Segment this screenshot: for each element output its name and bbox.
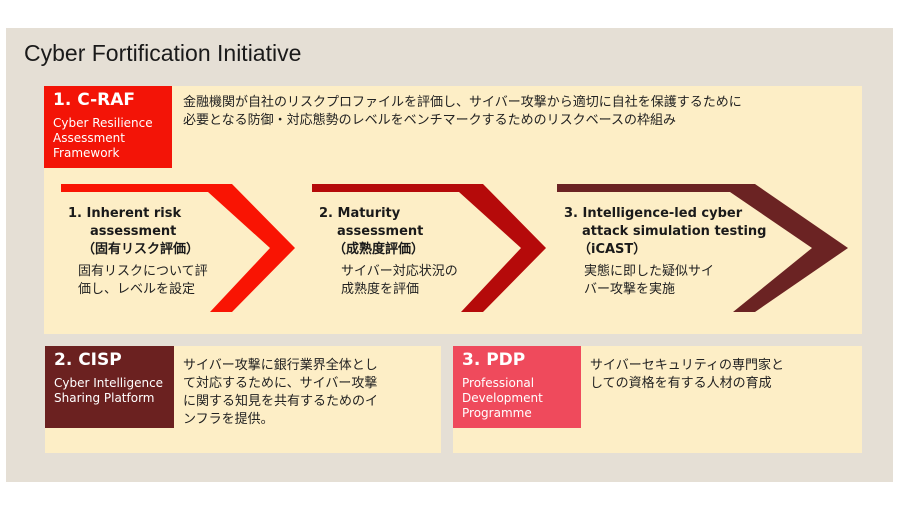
desc-line: 価し、レベルを設定: [78, 282, 196, 297]
step-title: 3. Intelligence-led cyber attack simulati…: [564, 205, 766, 259]
title-line: attack simulation testing: [582, 224, 767, 239]
desc-line: 金融機関が自社のリスクプロファイルを評価し、サイバー攻撃から適切に自社を保護する…: [183, 95, 742, 110]
title-line: 3. Intelligence-led cyber: [564, 206, 743, 221]
desc-line: サイバー攻撃に銀行業界全体とし: [183, 358, 378, 373]
step-description: サイバー対応状況の成熟度を評価: [319, 263, 458, 299]
desc-line: バー攻撃を実施: [584, 282, 676, 297]
desc-line: て対応するために、サイバー攻撃: [183, 376, 378, 391]
cisp-label-box: 2. CISP Cyber Intelligence Sharing Platf…: [45, 346, 174, 428]
craf-description: 金融機関が自社のリスクプロファイルを評価し、サイバー攻撃から適切に自社を保護する…: [183, 94, 742, 130]
craf-subtitle: Cyber Resilience Assessment Framework: [53, 116, 153, 160]
step-title: 2. Maturity assessment （成熟度評価）: [319, 205, 458, 259]
step-description: 実態に即した疑似サイバー攻撃を実施: [564, 263, 766, 299]
pdp-label-box: 3. PDP Professional Development Programm…: [453, 346, 581, 428]
title-line: 2. Maturity: [319, 206, 401, 221]
page-title: Cyber Fortification Initiative: [24, 40, 302, 66]
title-line: （iCAST）: [578, 242, 647, 257]
chevron-step-1: [61, 184, 295, 312]
step-title: 1. Inherent risk assessment （固有リスク評価）: [68, 205, 208, 259]
title-line: 1. Inherent risk: [68, 206, 182, 221]
craf-heading: 1. C-RAF: [53, 90, 135, 110]
desc-line: サイバーセキュリティの専門家と: [590, 358, 784, 373]
desc-line: 実態に即した疑似サイ: [584, 264, 715, 279]
desc-line: 必要となる防御・対応態勢のレベルをベンチマークするためのリスクベースの枠組み: [183, 113, 676, 128]
craf-section: [44, 86, 862, 334]
desc-line: に関する知見を共有するためのイ: [183, 394, 379, 409]
title-line: assessment: [337, 224, 424, 239]
title-line: assessment: [90, 224, 177, 239]
desc-line: しての資格を有する人材の育成: [590, 376, 772, 391]
chevron-step-3: [557, 184, 848, 312]
step-description: 固有リスクについて評価し、レベルを設定: [68, 263, 208, 299]
pdp-heading: 3. PDP: [462, 350, 526, 370]
chevron-step-2: [312, 184, 546, 312]
pdp-description: サイバーセキュリティの専門家と しての資格を有する人材の育成: [590, 357, 784, 393]
cisp-subtitle: Cyber Intelligence Sharing Platform: [54, 376, 164, 405]
title-line: （成熟度評価）: [333, 242, 425, 257]
step-icast: 3. Intelligence-led cyber attack simulati…: [564, 205, 766, 299]
desc-line: ンフラを提供。: [183, 412, 274, 427]
title-line: （固有リスク評価）: [82, 242, 200, 257]
step-inherent-risk: 1. Inherent risk assessment （固有リスク評価） 固有リス…: [68, 205, 208, 299]
desc-line: サイバー対応状況の: [341, 264, 458, 279]
desc-line: 成熟度を評価: [341, 282, 420, 297]
cisp-heading: 2. CISP: [54, 350, 122, 370]
pdp-subtitle: Professional Development Programme: [462, 376, 543, 420]
desc-line: 固有リスクについて評: [78, 264, 208, 279]
cisp-description: サイバー攻撃に銀行業界全体とし て対応するために、サイバー攻撃 に関する知見を共…: [183, 357, 378, 429]
craf-label-box: 1. C-RAF Cyber Resilience Assessment Fra…: [44, 86, 172, 168]
step-maturity: 2. Maturity assessment （成熟度評価） サイバー対応状況の成熟…: [319, 205, 458, 299]
